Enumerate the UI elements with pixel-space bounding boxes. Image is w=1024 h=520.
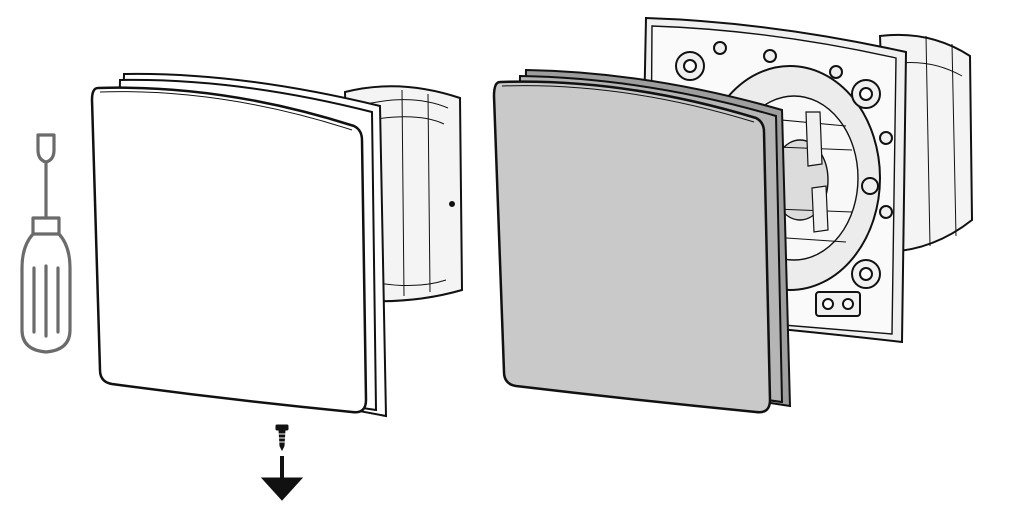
screwdriver-icon: [20, 133, 72, 354]
screw-icon: [275, 424, 289, 452]
front-cover-panel: [90, 86, 368, 414]
fan-assembled: [90, 72, 464, 501]
arrow-down-icon: [260, 456, 304, 501]
removed-cover-panel: [492, 80, 772, 414]
fan-disassembled: [492, 16, 974, 414]
